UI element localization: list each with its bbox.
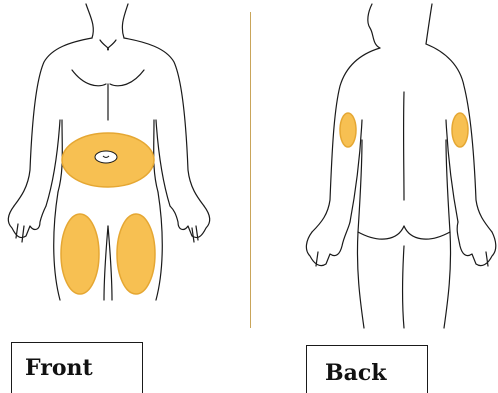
back-body-figure xyxy=(306,4,495,328)
left-thigh-injection-zone xyxy=(61,214,99,294)
left-upper-arm-injection-zone xyxy=(340,113,356,147)
front-label-box: Front xyxy=(11,342,143,393)
back-label: Back xyxy=(325,360,387,386)
front-label: Front xyxy=(25,355,93,381)
right-thigh-injection-zone xyxy=(117,214,155,294)
right-upper-arm-injection-zone xyxy=(452,113,468,147)
view-divider xyxy=(250,12,251,328)
back-label-box: Back xyxy=(306,345,428,393)
